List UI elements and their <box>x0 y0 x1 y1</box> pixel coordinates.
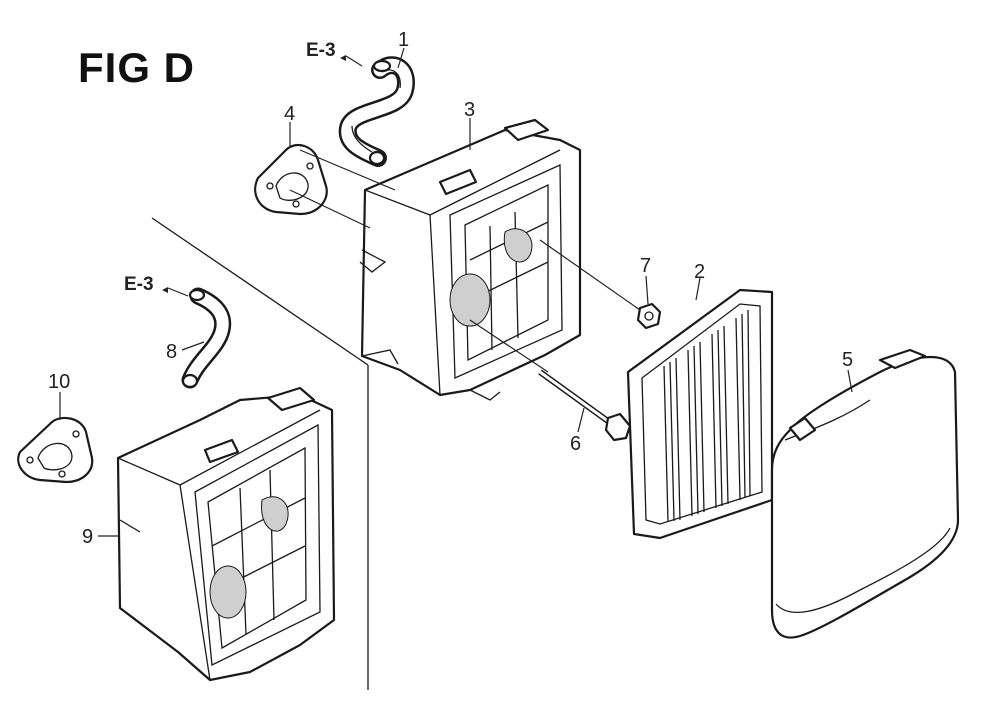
callout-2: 2 <box>694 261 705 283</box>
callout-9: 9 <box>82 526 93 548</box>
filter-pleats <box>663 309 751 523</box>
callout-8: 8 <box>166 341 177 363</box>
callout-5: 5 <box>842 349 853 371</box>
ref-label-e3-left: E-3 <box>124 274 154 295</box>
ref-label-e3-top: E-3 <box>306 40 336 61</box>
alt-section-divider <box>151 217 369 690</box>
callout-3: 3 <box>464 99 475 121</box>
air-cleaner-case-part-3 <box>359 118 582 401</box>
breather-hose-part-8 <box>181 287 232 389</box>
callout-4: 4 <box>284 103 295 125</box>
callout-1: 1 <box>398 29 409 51</box>
nut-part-7 <box>636 302 662 330</box>
figure-title: FIG D <box>78 44 195 91</box>
callout-10: 10 <box>48 371 70 393</box>
leader-lines <box>59 47 853 537</box>
breather-hose-part-1 <box>338 56 415 167</box>
callout-7: 7 <box>640 255 651 277</box>
gasket-part-10 <box>17 416 94 484</box>
air-cleaner-cover-part-5 <box>770 348 960 639</box>
bolt-part-6 <box>538 369 632 442</box>
air-cleaner-case-part-9 <box>116 386 336 682</box>
gasket-part-4 <box>254 143 328 216</box>
callout-6: 6 <box>570 433 581 455</box>
